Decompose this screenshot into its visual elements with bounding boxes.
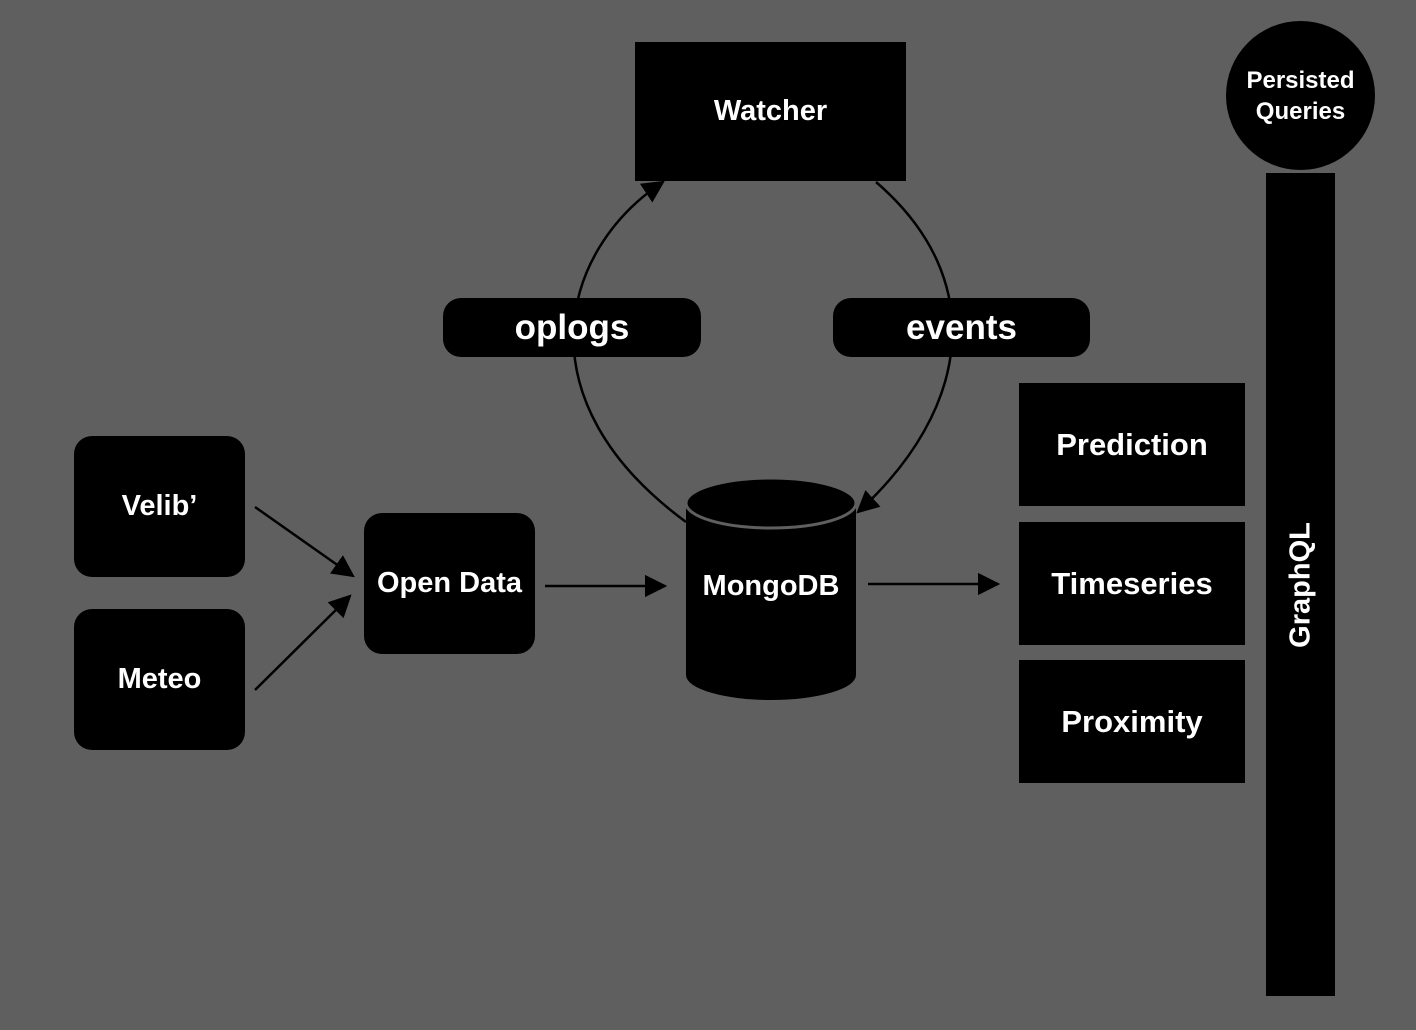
meteo-label: Meteo — [117, 663, 202, 695]
prediction-node[interactable]: Prediction — [1019, 383, 1245, 506]
mongodb-label[interactable]: MongoDB — [702, 570, 840, 602]
timeseries-node[interactable]: Timeseries — [1019, 522, 1245, 645]
oplogs-label-pill: oplogs — [443, 298, 701, 357]
velib-node[interactable]: Velib’ — [74, 436, 245, 577]
watcher-node[interactable]: Watcher — [635, 42, 906, 181]
edge-velib-to-open-data — [254, 505, 355, 578]
graphql-node[interactable]: GraphQL — [1266, 173, 1335, 996]
oplogs-label: oplogs — [514, 307, 630, 347]
watcher-label: Watcher — [713, 95, 828, 127]
mongodb-cylinder-shape — [684, 476, 858, 700]
open-data-node[interactable]: Open Data — [364, 513, 535, 654]
persisted-queries-label: Persisted Queries — [1246, 66, 1355, 125]
persisted-queries-node[interactable]: Persisted Queries — [1226, 21, 1375, 170]
prediction-label: Prediction — [1056, 426, 1208, 462]
events-label: events — [906, 307, 1017, 347]
graphql-label: GraphQL — [1284, 521, 1316, 648]
open-data-label: Open Data — [376, 567, 523, 599]
edge-meteo-to-open-data — [254, 594, 352, 691]
proximity-label: Proximity — [1061, 703, 1203, 739]
events-label-pill: events — [833, 298, 1090, 357]
meteo-node[interactable]: Meteo — [74, 609, 245, 750]
velib-label: Velib’ — [121, 490, 198, 522]
timeseries-label: Timeseries — [1051, 565, 1213, 601]
proximity-node[interactable]: Proximity — [1019, 660, 1245, 783]
